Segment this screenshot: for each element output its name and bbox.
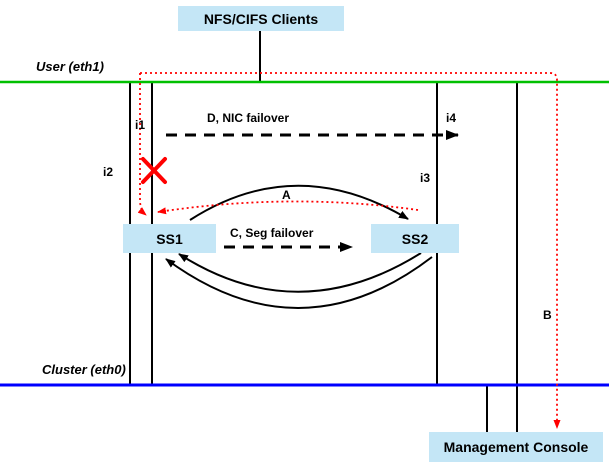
failover-path-b xyxy=(140,72,561,429)
interface-label-i3: i3 xyxy=(420,171,431,185)
failure-x-mark xyxy=(141,157,167,184)
node-nfs-cifs-clients-label: NFS/CIFS Clients xyxy=(203,10,319,27)
interface-label-i2: i2 xyxy=(103,165,114,179)
interface-label-i1: i1 xyxy=(135,118,146,132)
flow-label-b: B xyxy=(543,308,552,322)
node-ss1: SS1 xyxy=(123,224,216,253)
replication-arc-bottom-outer xyxy=(165,256,433,309)
replication-arc-bottom-inner xyxy=(178,252,422,293)
flow-label-d: D, NIC failover xyxy=(207,111,290,125)
flow-label-c: C, Seg failover xyxy=(230,226,314,240)
node-management-console-label: Management Console xyxy=(443,439,589,455)
failover-path-client-to-ss1 xyxy=(137,73,147,216)
interface-label-i4: i4 xyxy=(446,111,457,125)
cluster-network-label: Cluster (eth0) xyxy=(42,362,126,377)
node-nfs-cifs-clients: NFS/CIFS Clients xyxy=(178,6,344,31)
user-network-label: User (eth1) xyxy=(36,59,104,74)
node-ss2: SS2 xyxy=(371,224,459,253)
replication-arc-top xyxy=(189,184,409,221)
flow-label-a: A xyxy=(282,188,291,202)
node-ss1-label: SS1 xyxy=(156,230,183,247)
node-ss2-label: SS2 xyxy=(401,230,429,247)
node-management-console: Management Console xyxy=(429,432,603,462)
